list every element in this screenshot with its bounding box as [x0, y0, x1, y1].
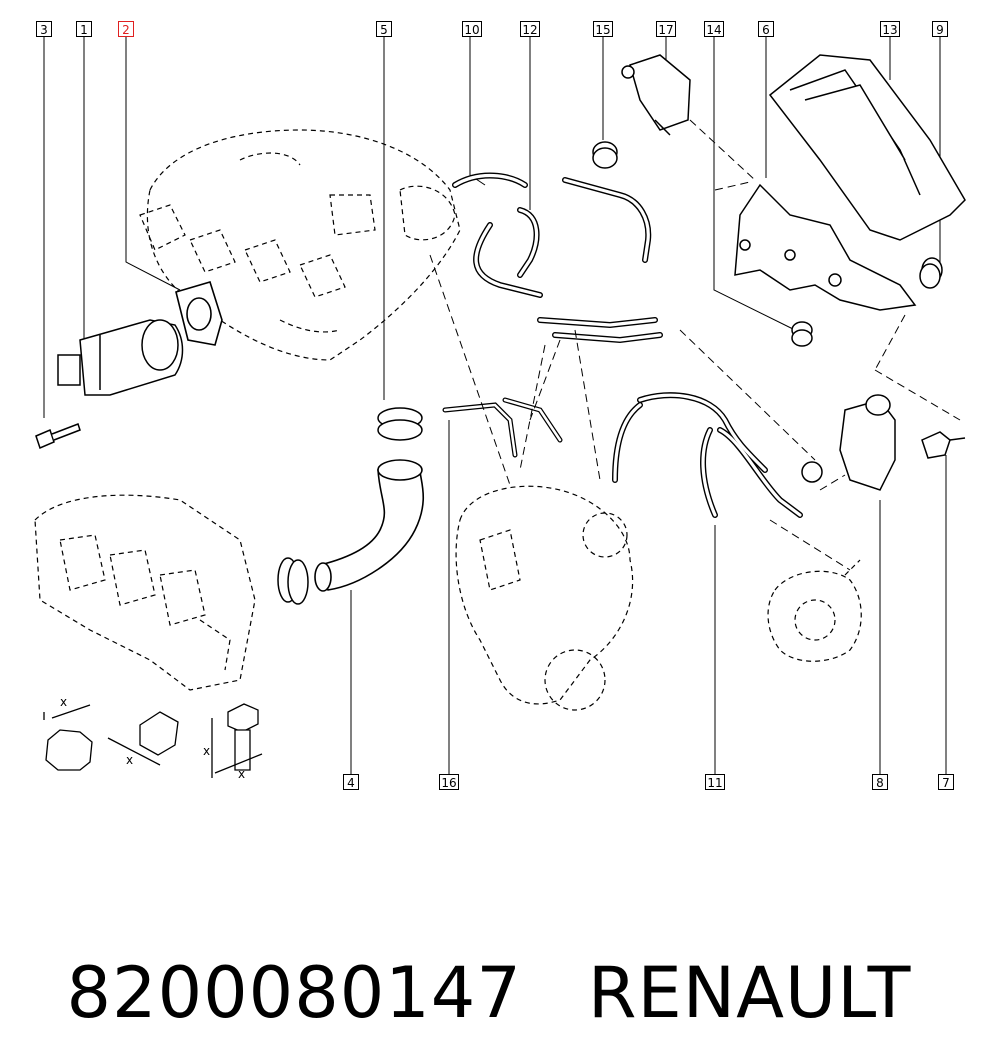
- mounting-bracket: [734, 183, 917, 311]
- callout-2-highlighted[interactable]: 2: [118, 21, 134, 37]
- callout-5[interactable]: 5: [376, 21, 392, 37]
- callout-14[interactable]: 14: [704, 21, 724, 37]
- callout-11[interactable]: 11: [705, 774, 725, 790]
- hose-clamp-upper: [377, 407, 423, 441]
- pressure-sensor: [921, 431, 966, 459]
- callout-7[interactable]: 7: [938, 774, 954, 790]
- part-caption: 8200080147 RENAULT: [20, 858, 980, 1034]
- callout-4[interactable]: 4: [343, 774, 359, 790]
- parts-diagram: x x x x 3 1 2 5 10 12 15 17 14 6 13 9 4 …: [34, 21, 966, 790]
- callout-17[interactable]: 17: [656, 21, 676, 37]
- brand-name: RENAULT: [587, 952, 912, 1034]
- pressure-regulator: [801, 394, 896, 491]
- hose-clip: [592, 141, 618, 169]
- bolt: [35, 423, 81, 450]
- torque-mark-2: x: [126, 753, 133, 767]
- torque-mark-4: x: [238, 767, 245, 781]
- ghost-vacuum-pump: [767, 559, 862, 662]
- hose-clamp-lower: [277, 557, 309, 605]
- callout-1[interactable]: 1: [76, 21, 92, 37]
- torque-detail-icons: [43, 703, 263, 778]
- ghost-intake-manifold: [139, 129, 461, 361]
- callout-16[interactable]: 16: [439, 774, 459, 790]
- callout-6[interactable]: 6: [758, 21, 774, 37]
- torque-mark-1: x: [60, 695, 67, 709]
- heat-shield: [768, 54, 966, 241]
- callout-15[interactable]: 15: [593, 21, 613, 37]
- callout-3[interactable]: 3: [36, 21, 52, 37]
- torque-mark-3: x: [203, 744, 210, 758]
- callout-13[interactable]: 13: [880, 21, 900, 37]
- callout-9[interactable]: 9: [932, 21, 948, 37]
- grommet: [919, 257, 943, 289]
- callout-10[interactable]: 10: [462, 21, 482, 37]
- exploded-view-drawing: x x x x: [34, 37, 966, 781]
- ghost-exhaust-manifold: [34, 494, 256, 691]
- egr-gasket: [175, 281, 223, 346]
- part-number: 8200080147: [66, 952, 522, 1034]
- assembly-guide-lines: [429, 119, 961, 571]
- nut: [791, 321, 813, 347]
- egr-valve: [57, 319, 184, 396]
- solenoid-valve: [621, 54, 691, 136]
- ghost-turbocharger: [455, 485, 634, 711]
- air-pipe: [314, 459, 425, 592]
- callout-12[interactable]: 12: [520, 21, 540, 37]
- callout-8[interactable]: 8: [872, 774, 888, 790]
